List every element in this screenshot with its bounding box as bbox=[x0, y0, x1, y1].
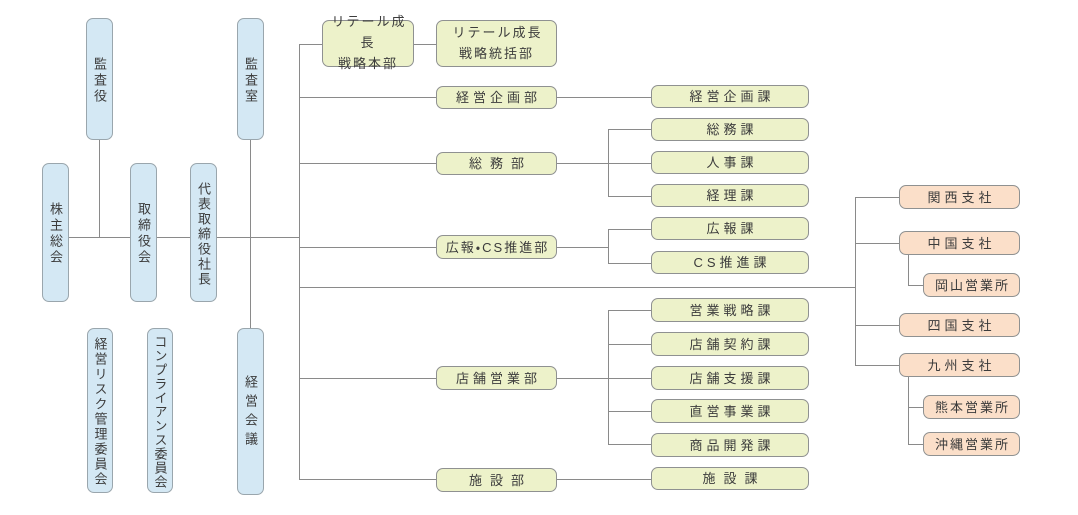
node-tenpo-eigyo-bu: 店舗営業部 bbox=[436, 366, 557, 390]
node-eigyo-senryaku-ka: 営業戦略課 bbox=[651, 298, 809, 322]
node-tenpo-keiyaku-ka: 店舗契約課 bbox=[651, 332, 809, 356]
node-daihyo-shacho: 代表取締役社長 bbox=[190, 163, 217, 302]
line-chokuei-stub bbox=[608, 411, 651, 412]
node-chokuei-jigyo-ka: 直営事業課 bbox=[651, 399, 809, 423]
line-kumamoto-stub bbox=[908, 407, 923, 408]
node-shouhin-kaihatsu-ka: 商品開発課 bbox=[651, 433, 809, 457]
line-tenpokeiyaku-stub bbox=[608, 344, 651, 345]
line-cska-stub bbox=[608, 263, 651, 264]
node-kyushu-shisha: 九州支社 bbox=[899, 353, 1020, 377]
node-chugoku-shisha: 中国支社 bbox=[899, 231, 1020, 255]
line-trunk-vertical bbox=[299, 44, 300, 479]
line-kouhouka-stub bbox=[608, 229, 651, 230]
line-auditoffice-to-keieikaigi bbox=[250, 140, 251, 328]
line-shisha-bracket bbox=[855, 197, 856, 365]
node-shisetsu-bu: 施設部 bbox=[436, 468, 557, 492]
line-keirika-stub bbox=[608, 196, 651, 197]
line-kyushu-stub bbox=[855, 365, 899, 366]
node-keiei-kikaku-ka: 経営企画課 bbox=[651, 85, 809, 108]
node-kansashitsu: 監査室 bbox=[237, 18, 264, 140]
node-shisetsu-ka: 施設課 bbox=[651, 467, 809, 490]
line-okinawa-stub bbox=[908, 444, 923, 445]
line-shikoku-stub bbox=[855, 325, 899, 326]
line-governance-horizontal bbox=[68, 237, 299, 238]
node-kumamoto-eigyosho: 熊本営業所 bbox=[923, 395, 1020, 419]
line-kyushu-sub-drop bbox=[908, 377, 909, 444]
node-cs-suishin-ka: CS推進課 bbox=[651, 251, 809, 274]
node-shikoku-shisha: 四国支社 bbox=[899, 313, 1020, 337]
node-okayama-eigyosho: 岡山営業所 bbox=[923, 273, 1020, 297]
node-soumu-ka: 総務課 bbox=[651, 118, 809, 141]
line-shouhin-stub bbox=[608, 444, 651, 445]
line-soumu-bracket bbox=[608, 129, 609, 196]
node-jinji-ka: 人事課 bbox=[651, 151, 809, 174]
line-eigyosenryaku-stub bbox=[608, 310, 651, 311]
node-soumu-bu: 総務部 bbox=[436, 152, 557, 175]
node-keiei-kaigi: 経営会議 bbox=[237, 328, 264, 495]
node-keiei-kikaku-bu: 経営企画部 bbox=[436, 86, 557, 109]
node-keiri-ka: 経理課 bbox=[651, 184, 809, 207]
node-retail-honbu: リテール成長 戦略本部 bbox=[322, 14, 414, 71]
node-okinawa-eigyosho: 沖縄営業所 bbox=[923, 432, 1020, 456]
node-kouhou-cs-bu: 広報・CS推進部 bbox=[436, 235, 557, 259]
line-kouhou-bracket bbox=[608, 229, 609, 263]
node-kansai-shisha: 関西支社 bbox=[899, 185, 1020, 209]
node-retail-toukatsu: リテール成長 戦略統括部 bbox=[436, 20, 557, 67]
node-compliance-iinkai: コンプライアンス委員会 bbox=[147, 328, 173, 493]
line-soumuka-stub bbox=[608, 129, 651, 130]
node-torishimariyakukai: 取締役会 bbox=[130, 163, 157, 302]
node-kansayaku: 監査役 bbox=[86, 18, 113, 140]
line-kansai-stub bbox=[855, 197, 899, 198]
line-okayama-drop bbox=[908, 255, 909, 285]
line-tenpo-bracket bbox=[608, 310, 609, 444]
node-kouhou-ka: 広報課 bbox=[651, 217, 809, 240]
line-chugoku-stub bbox=[855, 243, 899, 244]
line-okayama-stub bbox=[908, 285, 923, 286]
node-tenpo-shien-ka: 店舗支援課 bbox=[651, 366, 809, 390]
line-auditor-drop bbox=[99, 140, 100, 237]
node-keiei-risk-iinkai: 経営リスク管理委員会 bbox=[87, 328, 113, 493]
node-kabunushi-soukai: 株主総会 bbox=[42, 163, 69, 302]
line-branches-long bbox=[299, 287, 855, 288]
